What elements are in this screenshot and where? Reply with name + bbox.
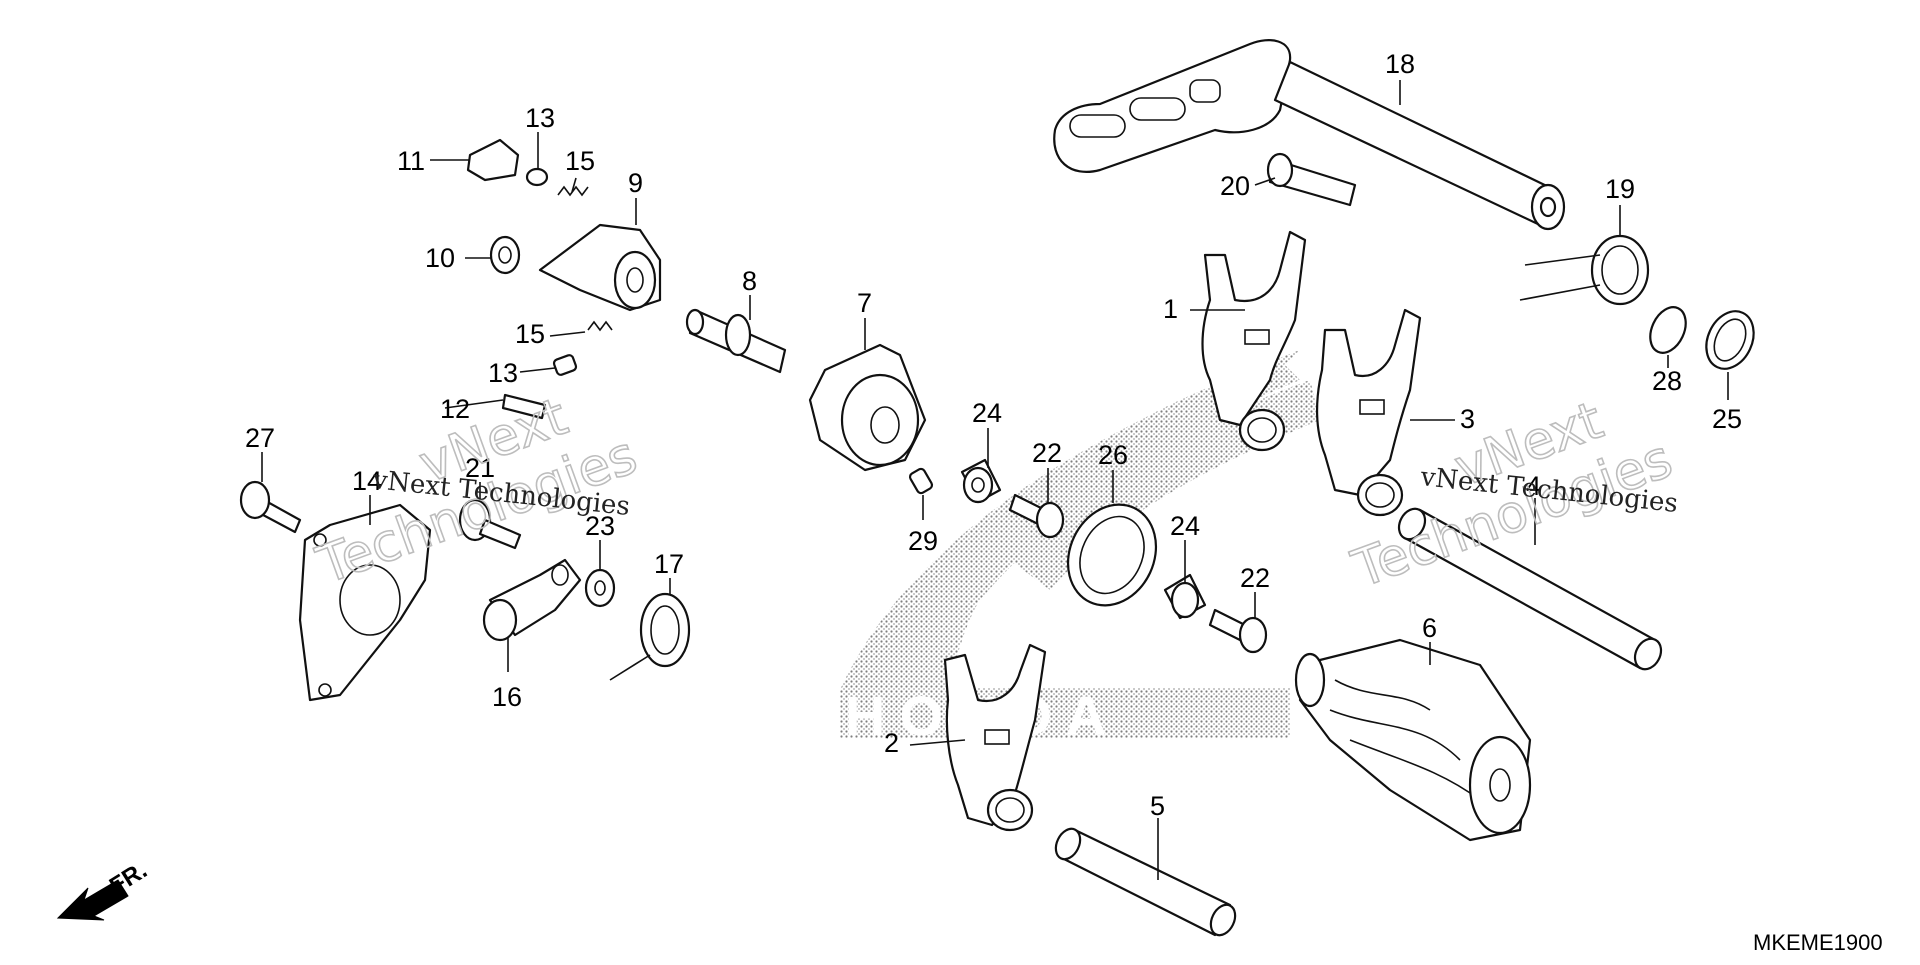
callout-10: 10: [425, 243, 455, 273]
callout-15-lower: 15: [515, 319, 545, 349]
part-8-bolt: [685, 308, 787, 374]
leader-lines: [261, 80, 1729, 880]
callout-13-lower: 13: [488, 358, 518, 388]
callout-16: 16: [492, 682, 522, 712]
part-11-cap: [466, 138, 520, 182]
part-10-collar: [489, 235, 521, 275]
part-16-arm: [482, 558, 582, 642]
callout-14: 14: [352, 466, 382, 496]
part-13-pin-lower: [552, 354, 578, 376]
front-arrow-icon: [56, 879, 129, 921]
part-21-bolt: [458, 498, 522, 550]
part-5-fork-shaft: [1054, 827, 1237, 937]
part-4-fork-shaft: [1397, 507, 1663, 671]
part-12-pin: [501, 393, 547, 420]
callout-4: 4: [1526, 471, 1541, 501]
callout-12: 12: [440, 394, 470, 424]
part-29-pin: [908, 467, 934, 495]
callout-labels: 1 2 3 4 5 6 7 8 9 10 11 12 13 13 14 15 1…: [245, 49, 1742, 821]
callout-29: 29: [908, 526, 938, 556]
callout-6: 6: [1422, 613, 1437, 643]
front-direction-indicator: FR.: [56, 857, 152, 921]
callout-22-lower: 22: [1240, 563, 1270, 593]
callout-15-upper: 15: [565, 146, 595, 176]
callout-22-upper: 22: [1032, 438, 1062, 468]
diagram-code: MKEME1900: [1753, 930, 1883, 955]
part-27-bolt: [239, 480, 302, 534]
part-9-stopper-arm: [538, 223, 662, 312]
callout-11: 11: [397, 146, 425, 176]
callout-24-upper: 24: [972, 398, 1002, 428]
callout-26: 26: [1098, 440, 1128, 470]
callout-28: 28: [1652, 366, 1682, 396]
callout-3: 3: [1460, 404, 1475, 434]
part-13-pin-upper: [525, 167, 549, 187]
part-3-shift-fork: [1316, 308, 1422, 517]
callout-18: 18: [1385, 49, 1415, 79]
callout-23: 23: [585, 511, 615, 541]
part-25-washer: [1705, 310, 1755, 370]
callout-27: 27: [245, 423, 275, 453]
callout-5: 5: [1150, 791, 1165, 821]
part-14-plate: [298, 503, 432, 702]
part-22-bolt-lower: [1208, 608, 1268, 654]
callout-25: 25: [1712, 404, 1742, 434]
callout-20: 20: [1220, 171, 1250, 201]
callout-7: 7: [857, 288, 872, 318]
part-24-collar-upper: [960, 458, 1002, 504]
callout-13-upper: 13: [525, 103, 555, 133]
part-2-shift-fork: [943, 643, 1047, 832]
part-6-shift-drum: [1294, 638, 1532, 842]
part-28-circlip: [1649, 306, 1687, 354]
callout-21: 21: [465, 453, 495, 483]
callout-24-lower: 24: [1170, 511, 1200, 541]
callout-19: 19: [1605, 174, 1635, 204]
part-19-spring: [1519, 234, 1650, 306]
callout-1: 1: [1163, 294, 1178, 324]
part-24-collar-lower: [1163, 573, 1207, 620]
part-26-oil-seal: [1066, 503, 1158, 607]
callout-2: 2: [884, 728, 899, 758]
part-18-shift-spindle: [1053, 39, 1566, 231]
callout-17: 17: [654, 549, 684, 579]
part-22-bolt-upper: [1008, 493, 1065, 539]
part-20-bolt: [1266, 152, 1357, 207]
callout-9: 9: [628, 168, 643, 198]
part-1-shift-fork: [1201, 230, 1307, 452]
part-17-spring: [609, 592, 691, 681]
callout-8: 8: [742, 266, 757, 296]
part-15-spring-lower: [587, 320, 613, 332]
part-7-drum-center: [808, 343, 927, 472]
part-23-washer: [584, 568, 616, 608]
